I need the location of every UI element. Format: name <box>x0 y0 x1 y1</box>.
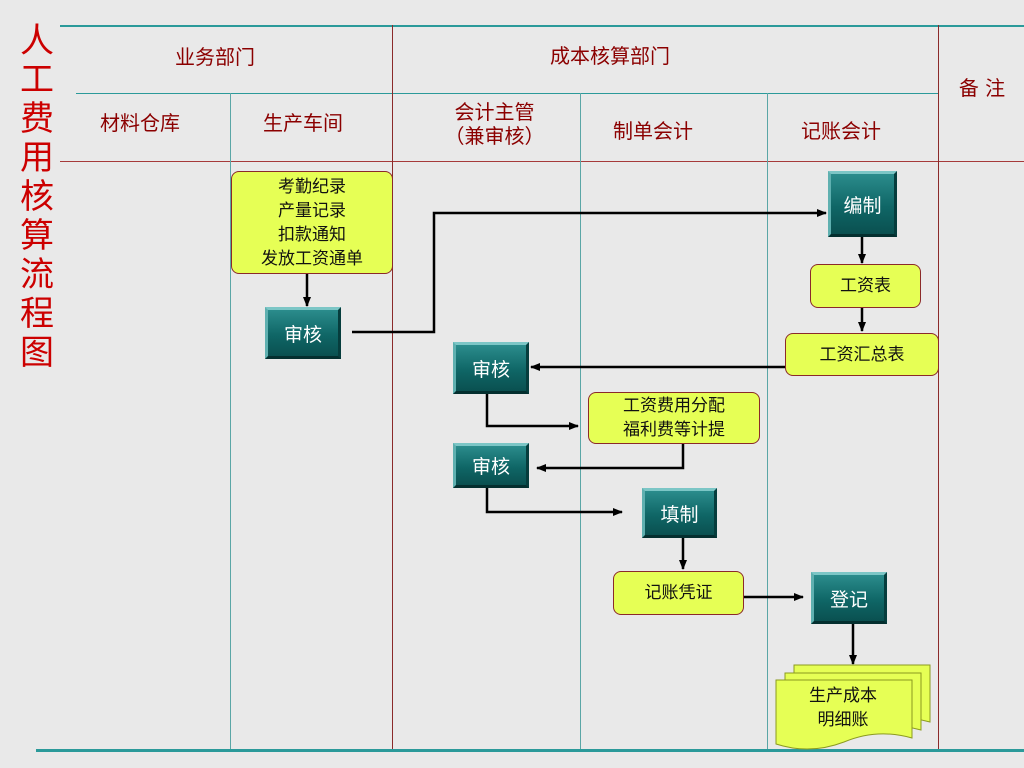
column-divider-warehouse <box>230 93 231 749</box>
cost-allocation-box: 工资费用分配 福利费等计提 <box>588 392 760 444</box>
source-documents-box: 考勤纪录 产量记录 扣款通知 发放工资通单 <box>231 171 393 274</box>
review-node-workshop: 审核 <box>265 307 341 359</box>
arrow-review2-to-allocation <box>485 393 579 430</box>
table-top-border <box>60 25 1024 27</box>
header-bottom-border <box>60 161 1024 162</box>
column-divider-business <box>392 25 393 749</box>
header-accounting-supervisor: 会计主管 （兼审核） <box>444 100 545 148</box>
arrow-review1-to-compile <box>352 209 827 334</box>
fill-voucher-node: 填制 <box>642 488 717 538</box>
payroll-box: 工资表 <box>810 264 921 308</box>
ledger-label: 生产成本 明细账 <box>809 686 877 730</box>
header-remarks: 备 注 <box>958 76 1006 100</box>
column-divider-supervisor <box>580 93 581 749</box>
diagram-title: 人 工 费 用 核 算 流 程 图 <box>20 21 54 373</box>
header-material-warehouse: 材料仓库 <box>100 111 180 135</box>
header-cost-dept: 成本核算部门 <box>550 44 670 68</box>
accounting-voucher-box: 记账凭证 <box>613 571 744 615</box>
table-bottom-border <box>36 749 1024 752</box>
header-voucher-accountant: 制单会计 <box>613 119 693 143</box>
column-divider-voucher <box>767 93 768 749</box>
compile-node: 编制 <box>828 171 897 237</box>
ledger-document-stack <box>775 664 931 750</box>
review-node-supervisor-2: 审核 <box>453 443 529 488</box>
header-bookkeeping-accountant: 记账会计 <box>801 119 881 143</box>
header-business-dept: 业务部门 <box>175 45 255 69</box>
arrow-allocation-to-review3 <box>536 443 685 472</box>
review-node-supervisor-1: 审核 <box>453 342 529 394</box>
post-ledger-node: 登记 <box>811 572 887 624</box>
subheader-divider-left <box>76 93 392 94</box>
subheader-divider-right <box>392 93 938 94</box>
payroll-summary-box: 工资汇总表 <box>785 333 939 376</box>
header-production-workshop: 生产车间 <box>263 111 343 135</box>
arrow-review3-to-fill <box>485 487 623 516</box>
column-divider-remarks <box>938 25 939 749</box>
